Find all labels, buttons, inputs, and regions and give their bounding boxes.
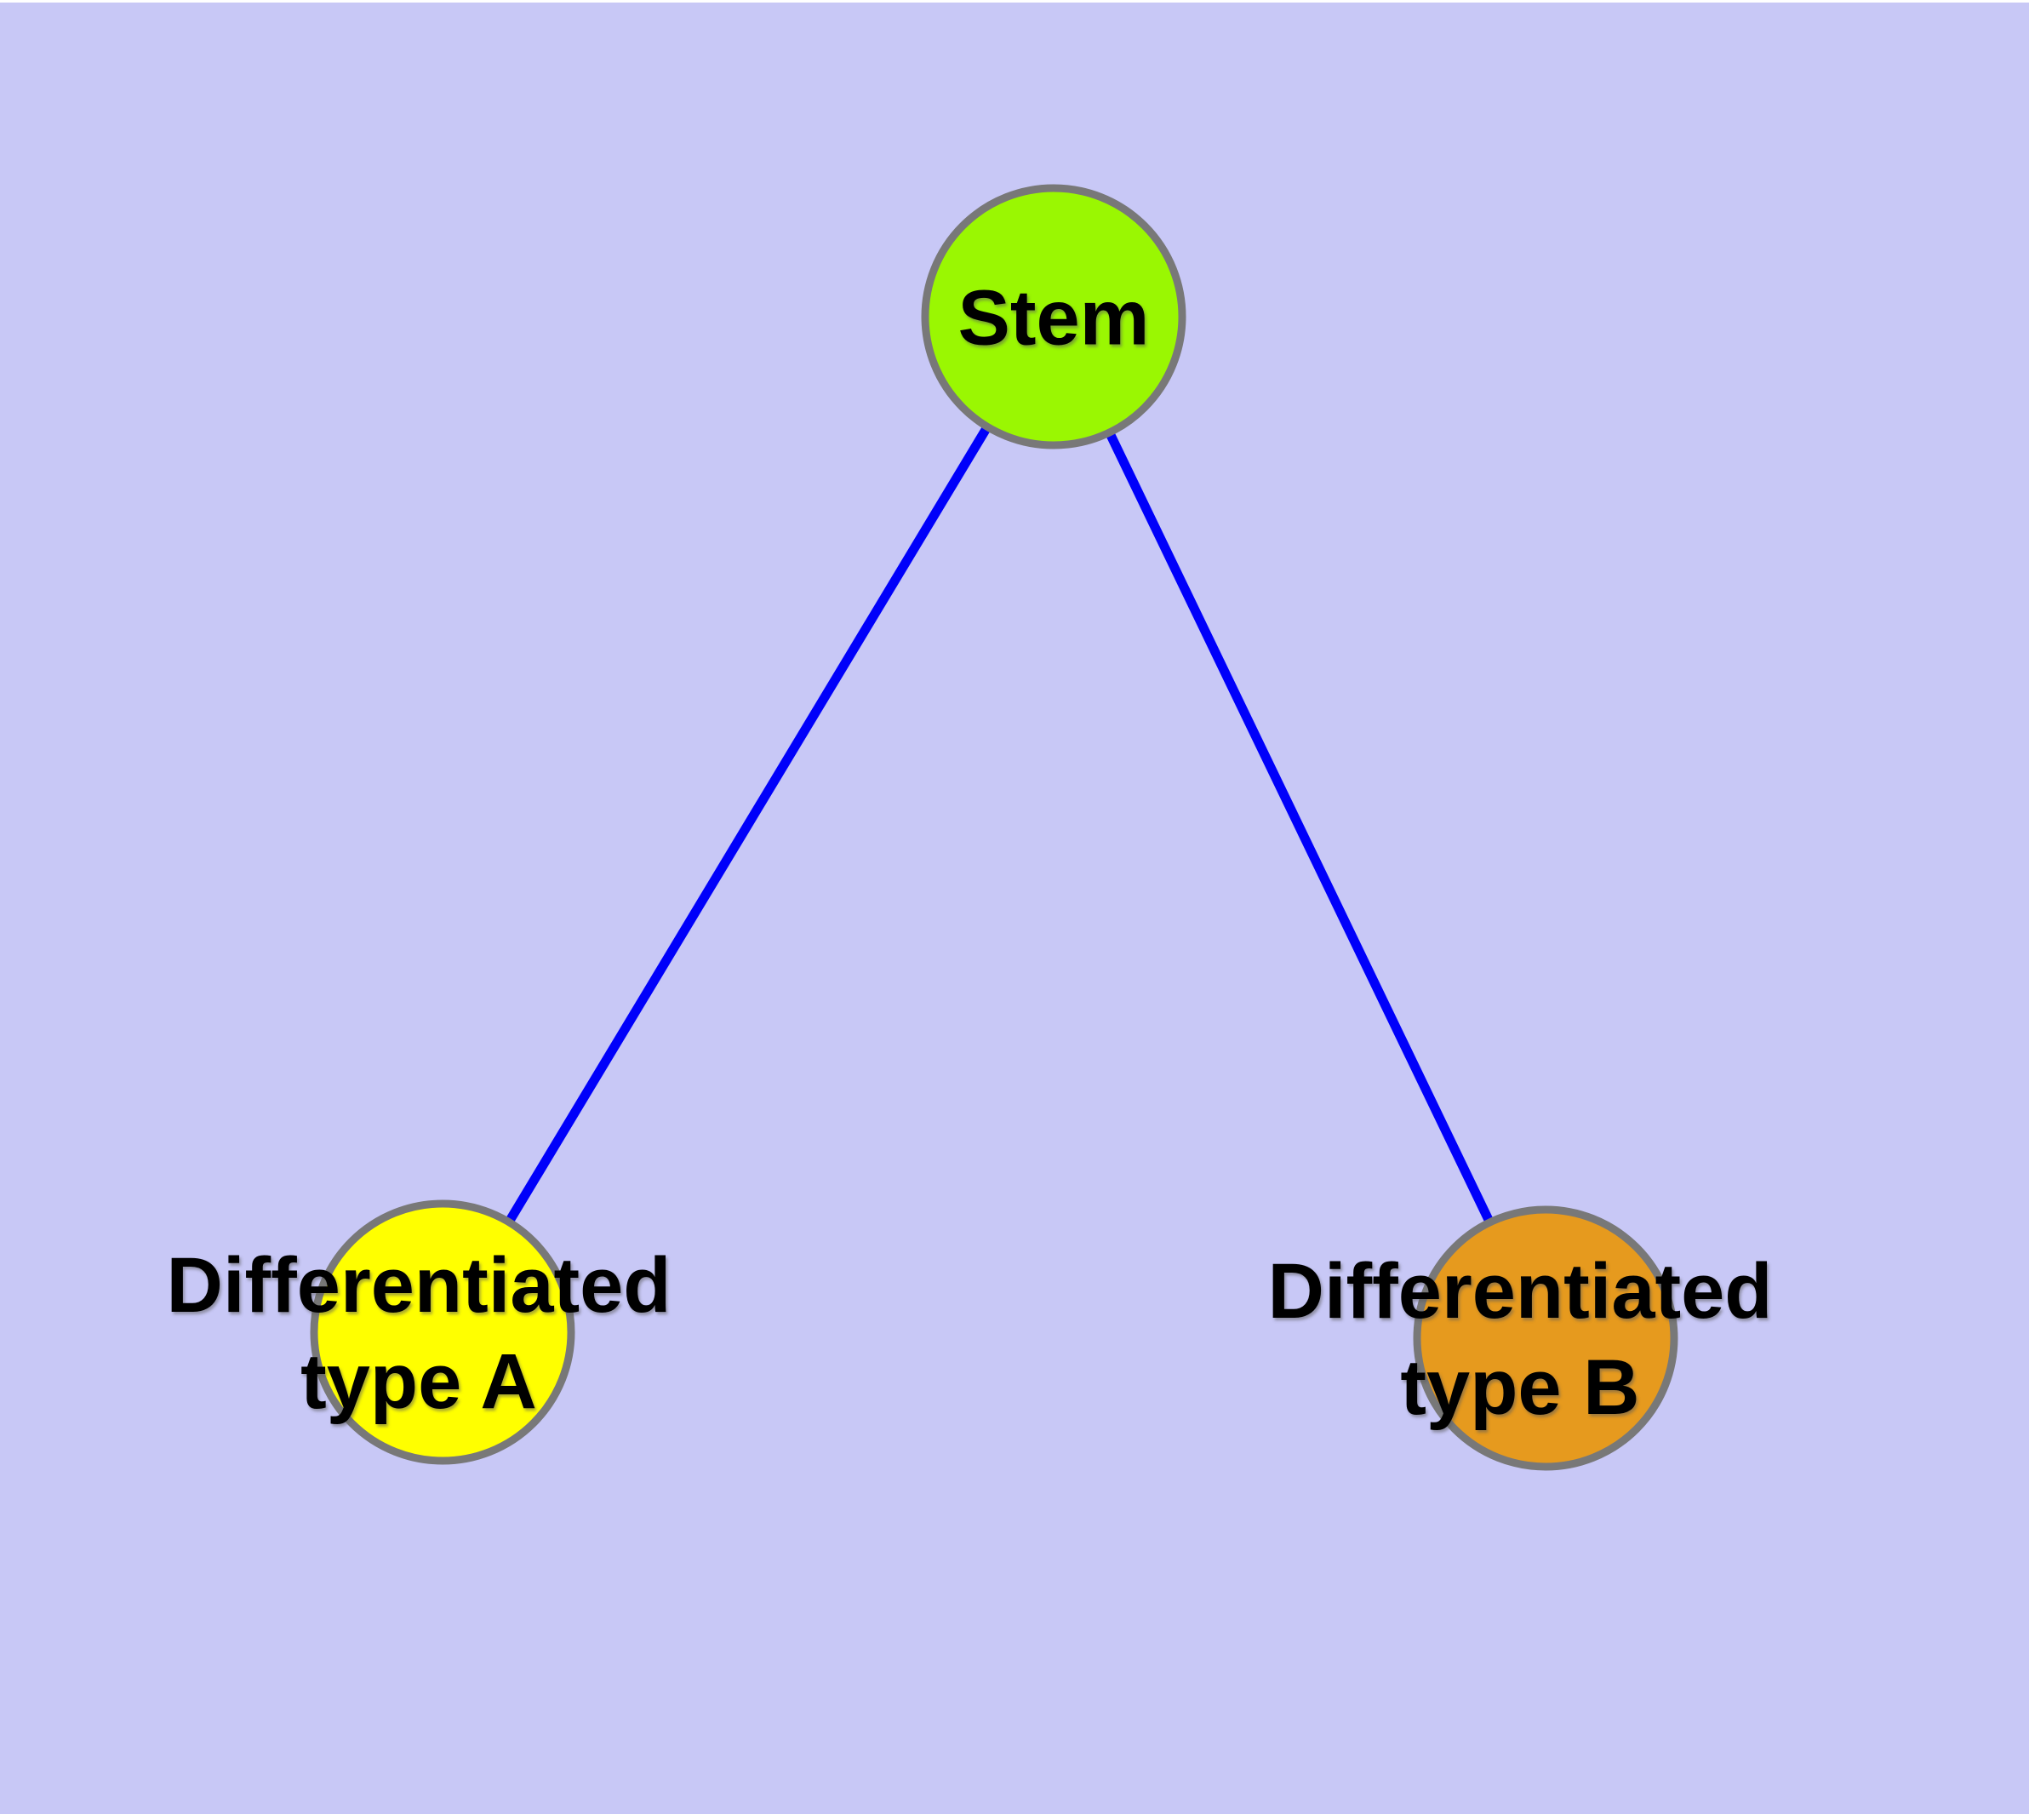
node-differentiated-type-a[interactable] (310, 1199, 575, 1465)
node-stem[interactable] (921, 184, 1186, 449)
edge-stem-to-type-a (438, 314, 1058, 1335)
node-differentiated-type-b[interactable] (1413, 1205, 1678, 1471)
edge-stem-to-type-b (1049, 314, 1550, 1341)
